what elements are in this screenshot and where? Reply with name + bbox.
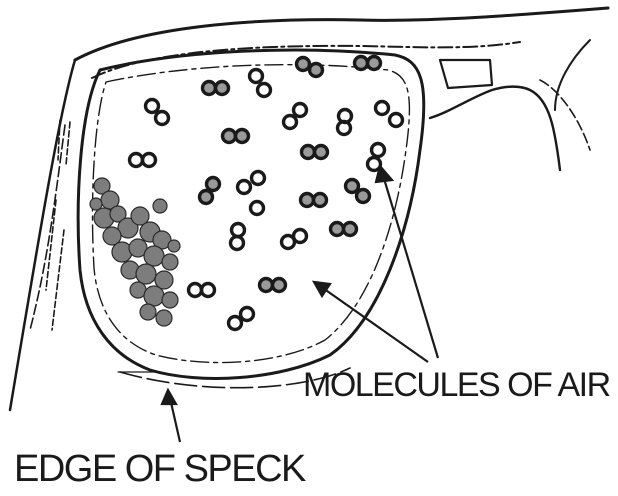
particle [144, 286, 164, 306]
air-molecule [146, 100, 169, 125]
edge-of-speck-label: Edge of speck [14, 448, 305, 491]
particle [136, 264, 156, 284]
particle [168, 240, 180, 252]
particle [140, 304, 156, 320]
air-molecule [338, 110, 352, 135]
air-molecule [260, 279, 286, 292]
arrow-head-edge [162, 390, 176, 404]
air-molecule [331, 223, 357, 236]
frame-outer-lens-rim [78, 50, 424, 378]
air-molecule [229, 308, 254, 330]
hinge-block [440, 60, 492, 88]
air-molecule [203, 82, 229, 95]
air-molecule [301, 194, 327, 207]
air-molecule [346, 180, 370, 203]
molecules-of-air-label: Molecules of air [303, 366, 610, 405]
air-molecule [368, 144, 385, 171]
particle [162, 254, 178, 270]
air-molecule [282, 230, 307, 249]
frame-inner-left [30, 125, 65, 330]
frame-outer-left [10, 60, 75, 410]
air-molecule [189, 284, 215, 297]
right-lens-start [555, 40, 590, 110]
dust-particle-cluster [90, 178, 180, 326]
particle [144, 246, 164, 266]
air-molecule [302, 146, 328, 159]
air-molecule [231, 224, 245, 250]
air-molecules [130, 57, 403, 330]
air-molecule [355, 57, 381, 70]
air-molecule [297, 58, 323, 77]
air-molecule [238, 172, 265, 194]
particle [156, 310, 172, 326]
particle [90, 198, 102, 210]
arrow-head-upper [376, 166, 392, 182]
air-molecule [250, 70, 271, 97]
air-molecule [284, 104, 307, 129]
particle [153, 199, 167, 213]
particle [162, 292, 178, 308]
air-molecule [376, 102, 403, 127]
nose-bridge-curve [430, 87, 560, 170]
air-molecule [200, 178, 220, 204]
arrow-head-lower [314, 282, 330, 296]
air-molecule [223, 130, 249, 143]
air-molecule [130, 154, 156, 167]
bridge-inner [540, 80, 590, 150]
air-molecule [251, 202, 264, 215]
temple-edge [46, 120, 70, 330]
